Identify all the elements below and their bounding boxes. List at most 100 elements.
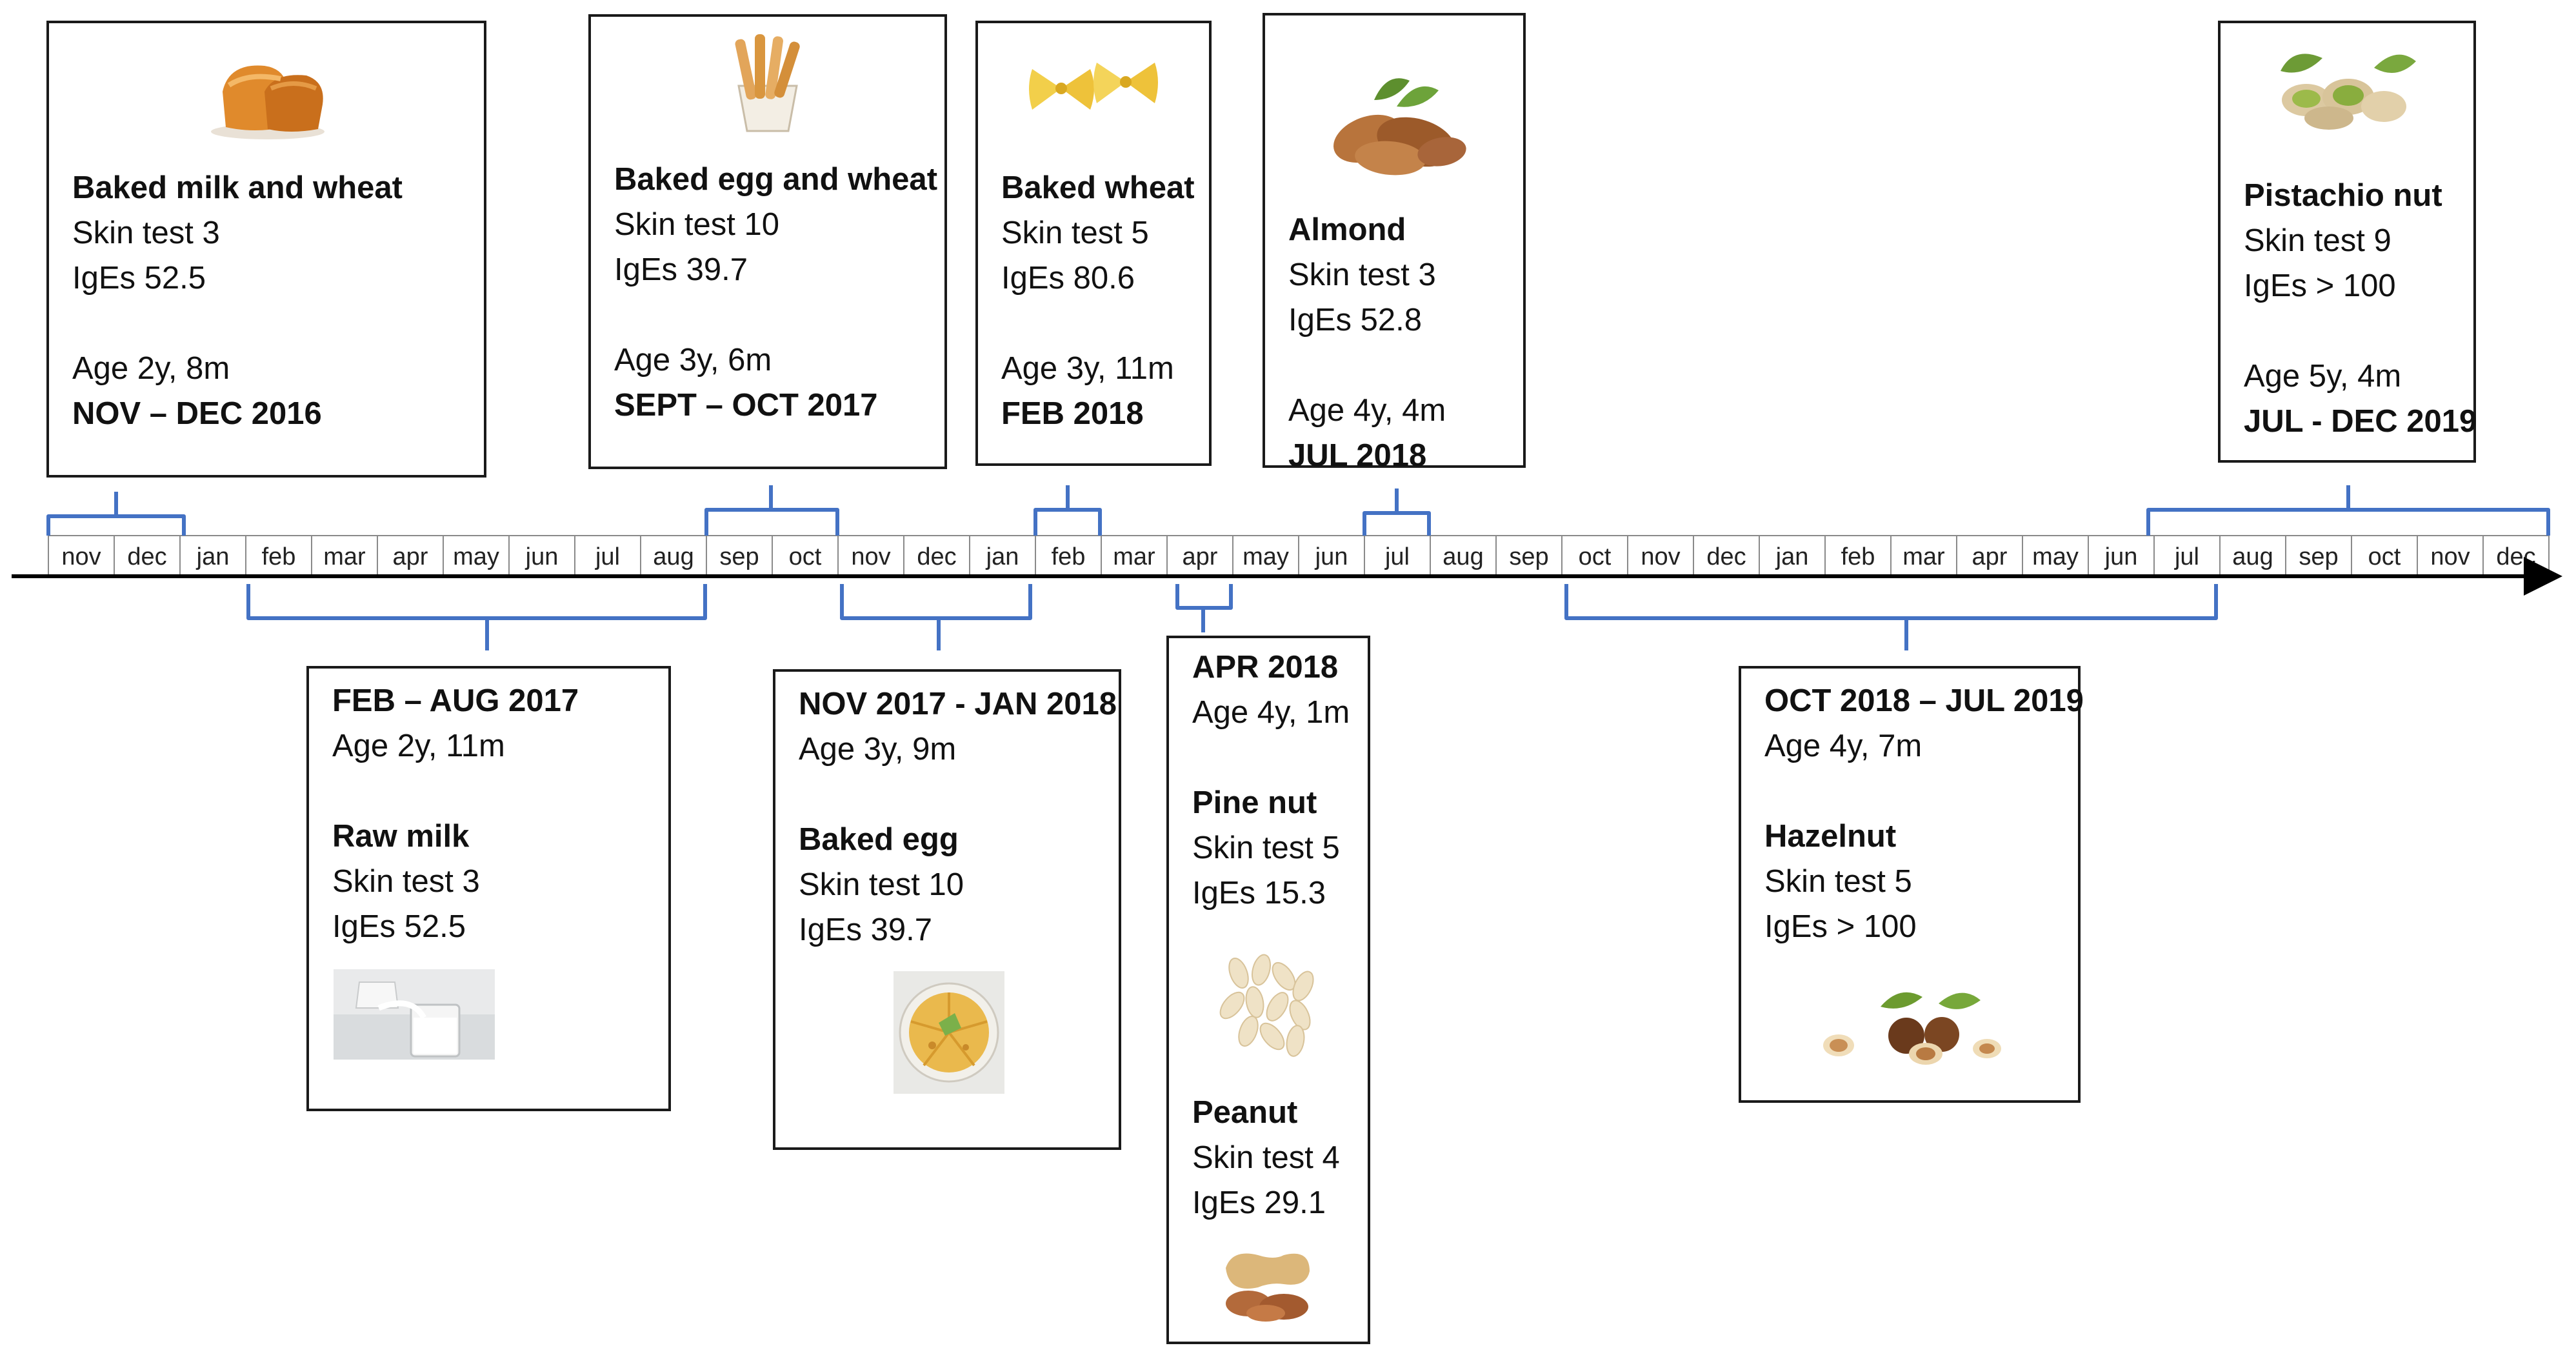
event-box-pistachio: Pistachio nut Skin test 9 IgEs > 100 Age… — [2218, 21, 2477, 463]
month-cell — [1759, 535, 1826, 576]
month-label: jun — [525, 543, 559, 570]
event-date: FEB 2018 — [1001, 396, 1144, 431]
baked-egg-picture — [894, 971, 1004, 1094]
food-name: Baked egg — [799, 822, 959, 857]
month-label: aug — [653, 543, 694, 570]
month-label: jul — [595, 543, 620, 570]
month-label: aug — [1443, 543, 1483, 570]
iges-value: IgEs 39.7 — [614, 252, 748, 287]
iges-value: IgEs 52.5 — [72, 261, 206, 296]
month-cell — [1101, 535, 1168, 576]
event-date: FEB – AUG 2017 — [332, 683, 579, 718]
month-label: oct — [789, 543, 822, 570]
month-label: jul — [1384, 543, 1410, 570]
month-label: sep — [2299, 543, 2338, 570]
age: Age 3y, 11m — [1001, 351, 1174, 386]
month-label: jul — [2174, 543, 2199, 570]
food-name: Pistachio nut — [2244, 178, 2442, 213]
event-box-baked-egg: NOV 2017 - JAN 2018 Age 3y, 9m Baked egg… — [773, 669, 1121, 1150]
event-box-baked-wheat: Baked wheat Skin test 5 IgEs 80.6 Age 3y… — [975, 21, 1212, 466]
age: Age 3y, 6m — [614, 343, 772, 378]
iges-value: IgEs > 100 — [2244, 268, 2396, 303]
bracket-jul-dec-2019 — [2146, 485, 2550, 536]
event-date: JUL 2018 — [1288, 438, 1427, 473]
month-label: jan — [1775, 543, 1809, 570]
month-label: feb — [1841, 543, 1875, 570]
iges-value: IgEs > 100 — [1764, 909, 1917, 944]
bracket-nov-dec-2016 — [46, 492, 186, 536]
age: Age 4y, 4m — [1288, 393, 1446, 428]
iges-value: IgEs 80.6 — [1001, 261, 1135, 296]
month-label: oct — [1579, 543, 1612, 570]
event-box-pine-nut-peanut: APR 2018 Age 4y, 1m Pine nut Skin test 5… — [1166, 636, 1370, 1344]
skin-test: Skin test 9 — [2244, 223, 2391, 258]
month-cell — [969, 535, 1036, 576]
breadsticks-picture — [735, 34, 800, 132]
glass-of-milk-picture — [334, 969, 495, 1060]
month-cell — [1166, 535, 1233, 576]
skin-test: Skin test 5 — [1001, 216, 1149, 250]
bracket-oct-2018-jul-2019 — [1564, 584, 2218, 650]
pine-nuts-picture — [1219, 954, 1314, 1057]
food-name: Raw milk — [332, 819, 470, 854]
month-cell — [1890, 535, 1957, 576]
event-date: SEPT – OCT 2017 — [614, 388, 878, 423]
month-label: apr — [1972, 543, 2008, 570]
month-cell — [2088, 535, 2155, 576]
month-label: dec — [1706, 543, 1746, 570]
month-label: jun — [2104, 543, 2138, 570]
skin-test-pine-nut: Skin test 5 — [1192, 830, 1340, 865]
month-cell — [48, 535, 115, 576]
month-label: dec — [2496, 543, 2535, 570]
month-cell — [508, 535, 575, 576]
age: Age 4y, 1m — [1192, 695, 1350, 730]
month-cell — [2153, 535, 2221, 576]
age: Age 4y, 7m — [1764, 729, 1922, 763]
food-name: Baked egg and wheat — [614, 162, 938, 197]
month-label: mar — [323, 543, 366, 570]
month-label: dec — [917, 543, 956, 570]
month-label: feb — [262, 543, 296, 570]
month-label: jan — [196, 543, 230, 570]
month-label: aug — [2232, 543, 2273, 570]
skin-test: Skin test 3 — [72, 216, 220, 250]
month-label: mar — [1902, 543, 1945, 570]
month-cell — [2285, 535, 2352, 576]
month-cell — [1824, 535, 1892, 576]
skin-test: Skin test 5 — [1764, 864, 1912, 899]
month-label: may — [1243, 543, 1289, 570]
month-label: jan — [986, 543, 1019, 570]
month-label: feb — [1052, 543, 1086, 570]
month-label: nov — [2430, 543, 2470, 570]
event-box-baked-milk-wheat: Baked milk and wheat Skin test 3 IgEs 52… — [46, 21, 486, 478]
skin-test-peanut: Skin test 4 — [1192, 1140, 1340, 1175]
event-box-baked-egg-wheat: Baked egg and wheat Skin test 10 IgEs 39… — [588, 14, 947, 469]
month-cell — [1364, 535, 1431, 576]
food-name-pine-nut: Pine nut — [1192, 785, 1317, 820]
month-label: mar — [1113, 543, 1155, 570]
iges-value: IgEs 52.5 — [332, 909, 466, 944]
peanuts-picture — [1226, 1253, 1310, 1322]
iges-value-pine-nut: IgEs 15.3 — [1192, 876, 1326, 911]
month-label: apr — [1183, 543, 1218, 570]
month-label: dec — [127, 543, 166, 570]
bracket-sep-oct-2017 — [704, 485, 839, 536]
baked-milk-wheat-picture — [211, 65, 324, 139]
month-cell — [903, 535, 970, 576]
month-cell — [1495, 535, 1563, 576]
month-label: sep — [1509, 543, 1548, 570]
event-date: APR 2018 — [1192, 650, 1339, 685]
month-cell — [574, 535, 641, 576]
iges-value-peanut: IgEs 29.1 — [1192, 1185, 1326, 1220]
food-name: Baked milk and wheat — [72, 170, 403, 205]
month-label: nov — [1641, 543, 1680, 570]
almonds-picture — [1333, 78, 1466, 176]
food-name: Hazelnut — [1764, 819, 1897, 854]
bracket-feb-2018 — [1033, 485, 1102, 536]
food-name: Baked wheat — [1001, 170, 1195, 205]
month-label: apr — [393, 543, 428, 570]
age: Age 3y, 9m — [799, 732, 957, 767]
age: Age 2y, 8m — [72, 351, 230, 386]
